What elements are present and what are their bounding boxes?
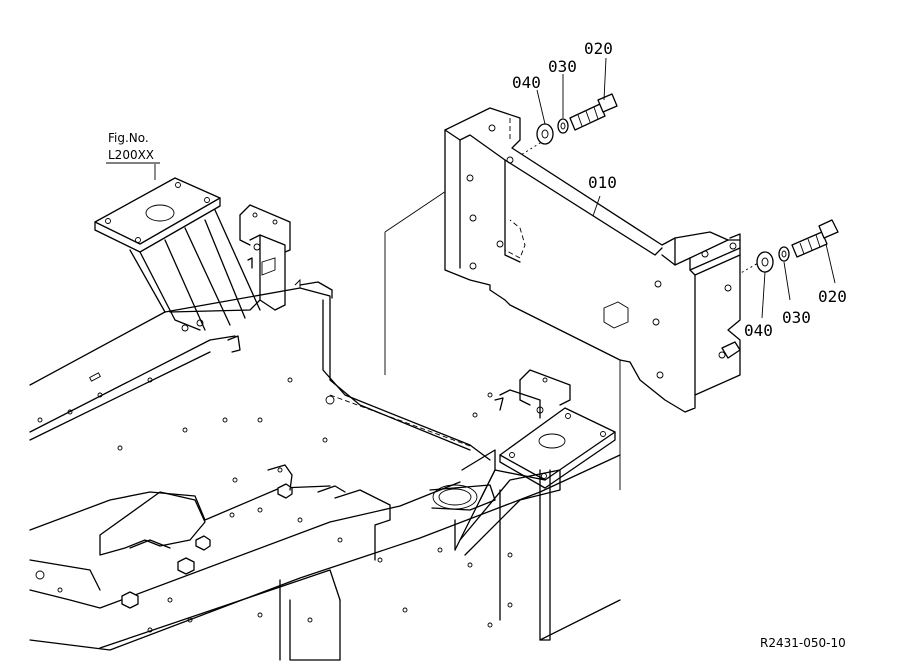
main-frame: [29, 287, 621, 661]
label-030-right: 030: [782, 308, 811, 327]
figure-ref-line2: L200XX: [108, 148, 154, 162]
label-040-right: 040: [744, 321, 773, 340]
label-010: 010: [588, 173, 617, 192]
fasteners-right: [756, 219, 839, 273]
drawing-code: R2431-050-10: [760, 636, 846, 650]
label-020-top: 020: [584, 39, 613, 58]
fasteners-top: [536, 93, 618, 145]
label-020-right: 020: [818, 287, 847, 306]
label-040-top: 040: [512, 73, 541, 92]
figure-ref-line1: Fig.No.: [108, 131, 149, 145]
label-030-top: 030: [548, 57, 577, 76]
part-010-plate: [444, 107, 741, 413]
right-frame-bracket: [429, 369, 616, 556]
label-leaders: [154, 57, 836, 319]
left-mount-bracket: [94, 177, 291, 331]
